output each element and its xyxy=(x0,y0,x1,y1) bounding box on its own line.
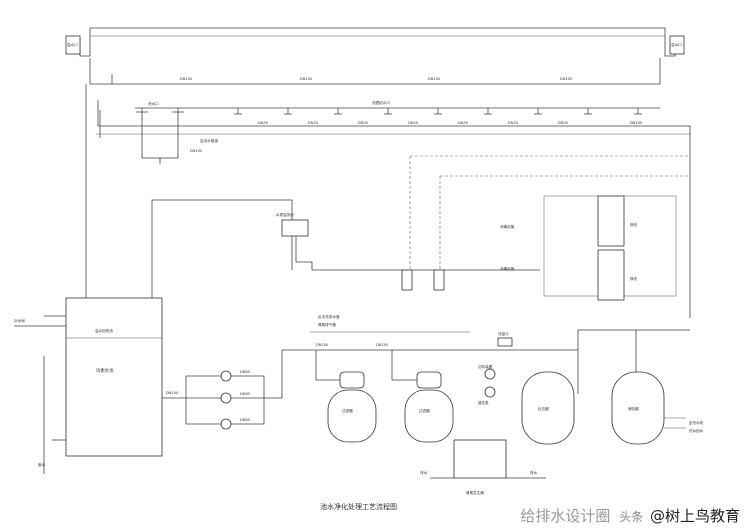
tank-3-label: 反应罐 xyxy=(538,406,549,411)
tank-3-body xyxy=(521,371,575,445)
pump-size-1: DN65 xyxy=(240,370,250,374)
watermark-faded: 给排水设计圈 xyxy=(520,507,611,525)
to-drain-1-label: 排水 xyxy=(420,470,428,475)
dosing-area: 流量计 加药装置 增压泵 xyxy=(478,331,513,405)
overflow-box-right xyxy=(669,35,685,55)
overflow-label-left: 溢水口 xyxy=(67,42,78,47)
backwash-line-label: 反冲洗排水管 xyxy=(318,314,340,319)
disinfection-tank-1 xyxy=(401,269,413,291)
dosing-label: 加药装置 xyxy=(478,364,493,369)
watermark-handle: @树上鸟教育 xyxy=(649,507,740,525)
filter-2-valve xyxy=(416,371,442,389)
filter-header-size-2: DN100 xyxy=(316,343,329,347)
return-size-7: DN50 xyxy=(558,121,569,125)
waste-left-label: 废水 xyxy=(38,462,46,467)
overflow-label-right: 溢水口 xyxy=(671,42,682,47)
overflow-box-left xyxy=(65,35,81,55)
heat-exchanger-label-1: 换热 xyxy=(630,222,638,227)
filter-header-size: DN100 xyxy=(376,343,389,347)
pump-group: DN65 DN65 DN65 DN100 xyxy=(151,199,579,430)
filter-1-body xyxy=(327,389,377,443)
booster-pump xyxy=(484,386,496,398)
disinfection-left-label: 消毒设备 xyxy=(500,224,515,229)
return-size-5: DN50 xyxy=(458,121,469,125)
booster-pump-label: 增压泵 xyxy=(478,400,489,405)
heat-exchangers: 换热 换热 消毒设备 消毒设备 xyxy=(500,195,677,301)
heat-exchanger-label-2: 换热 xyxy=(630,276,638,281)
return-size-4: DN50 xyxy=(408,121,419,125)
drain-size: DN100 xyxy=(190,149,203,153)
water-quality-monitor-box xyxy=(281,219,309,237)
watermark-prefix: 头条 xyxy=(619,510,644,524)
pump-size-2: DN65 xyxy=(240,392,250,396)
filter-1-label: 过滤器 xyxy=(342,408,353,413)
return-inlets-label: 池壁给水口 xyxy=(372,100,390,105)
to-drain-2-label: 排水 xyxy=(530,470,538,475)
return-inlets: 泄水口 池壁给水口 DN50 DN50 DN50 DN50 DN50 DN50 … xyxy=(135,100,660,125)
return-size-1: DN50 xyxy=(258,121,269,125)
pump-3 xyxy=(220,418,232,430)
meter-label: 流量计 xyxy=(498,331,509,336)
drain-label: 泄水口 xyxy=(148,101,159,106)
filters: 过滤器 过滤器 DN100 DN100 反冲洗排水管 臭氧排气管 xyxy=(310,314,470,443)
heat-exchanger-2 xyxy=(597,249,625,301)
balance-tank: 溢水回收池 均衡水池 补水阀 废水 xyxy=(14,84,163,474)
filter-1-valve xyxy=(339,371,365,389)
drain-pipe-label: 溢流水管道 xyxy=(200,138,218,143)
meter-box xyxy=(497,337,513,347)
pump-2 xyxy=(220,392,232,404)
tank-4-body xyxy=(611,371,665,445)
backwash-line-2-label: 臭氧排气管 xyxy=(318,322,336,327)
pipe-size-top-2: DN100 xyxy=(428,77,441,81)
drain-branch: DN100 溢流水管道 xyxy=(141,112,218,164)
return-size-8: DN100 xyxy=(630,121,643,125)
dosing-pump xyxy=(484,368,496,380)
water-quality-monitor-label: 水质监测仪 xyxy=(276,212,294,217)
pump-size-3: DN65 xyxy=(240,418,250,422)
ozone-generator: 臭氧发生器 排水 排水 xyxy=(420,439,546,495)
top-mains: DN100 DN100 DN100 DN100 xyxy=(89,58,691,318)
pipe-size-top-4: DN100 xyxy=(300,77,313,81)
filter-2-label: 过滤器 xyxy=(419,408,430,413)
tank-4-label: 储存罐 xyxy=(628,406,639,411)
monitor-area: 水质监测仪 xyxy=(276,155,690,291)
right-note-1: 至热水机 xyxy=(689,420,704,425)
pipe-size-top-3: DN100 xyxy=(560,77,573,81)
watermark: 给排水设计圈 头条 @树上鸟教育 xyxy=(520,505,740,526)
heat-exchanger-1 xyxy=(597,195,625,247)
pipe-size-top-1: DN100 xyxy=(180,77,193,81)
pump-in-size: DN100 xyxy=(166,391,179,395)
overflow-channel-label: 溢水回收池 xyxy=(95,328,113,333)
filter-2-body xyxy=(404,389,454,443)
pool: 溢水口 溢水口 xyxy=(65,27,685,57)
disinfection-tank-2 xyxy=(433,269,445,291)
diagram-caption: 池水净化处理工艺流程图 xyxy=(320,503,397,511)
right-note-2: 热水回水 xyxy=(689,428,704,433)
make-up-valve-label: 补水阀 xyxy=(14,318,25,323)
ozone-generator-label: 臭氧发生器 xyxy=(466,490,484,495)
return-size-2: DN50 xyxy=(308,121,319,125)
ozone-generator-body xyxy=(453,439,507,479)
balance-tank-body xyxy=(65,297,163,457)
disinfection-right-label: 消毒设备 xyxy=(500,266,515,271)
return-size-6: DN50 xyxy=(508,121,519,125)
balance-tank-label: 均衡水池 xyxy=(96,367,114,374)
pump-1 xyxy=(220,370,232,382)
return-size-3: DN50 xyxy=(358,121,369,125)
tanks: 反应罐 储存罐 至热水机 热水回水 xyxy=(521,329,704,445)
